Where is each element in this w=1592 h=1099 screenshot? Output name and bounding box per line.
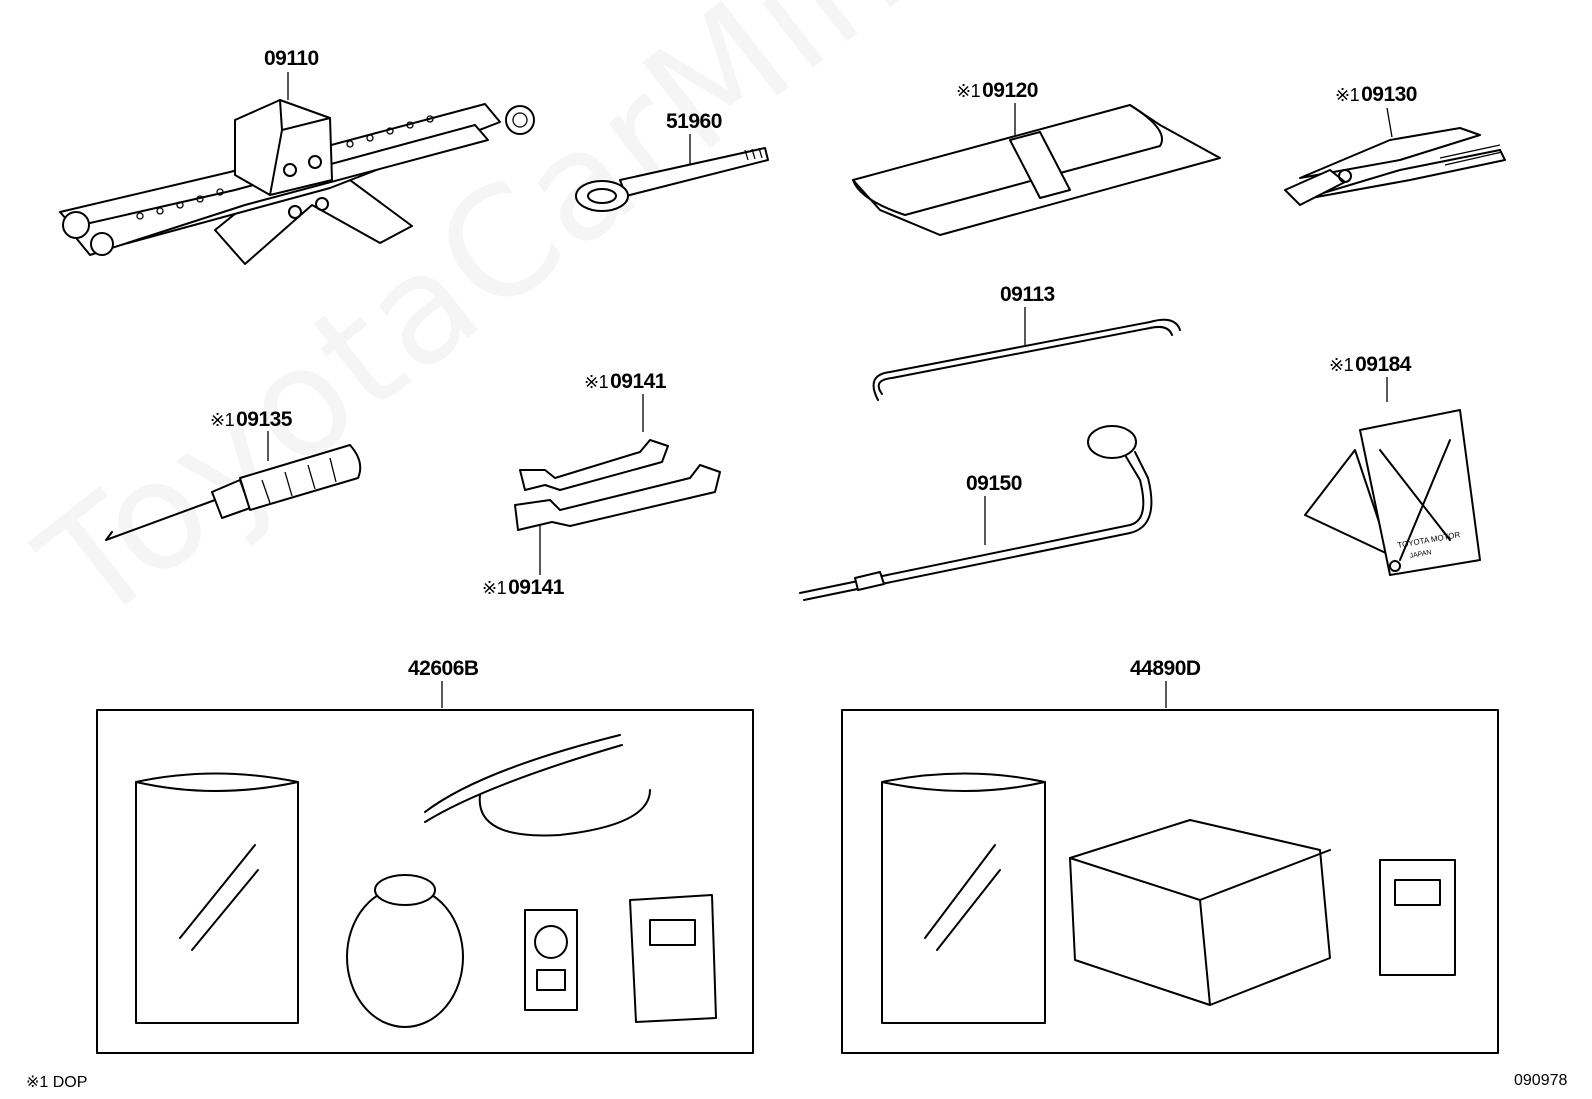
scissor-jack-drawing [59, 99, 535, 265]
repair-kit-drawing [96, 709, 754, 1054]
diagram-id: 090978 [1514, 1072, 1568, 1089]
compressor-kit-drawing [841, 709, 1499, 1054]
pliers-drawing [1284, 127, 1506, 206]
wrenches-drawing [514, 439, 721, 531]
screwdriver-drawing [105, 444, 362, 541]
part-label-51960: 51960 [666, 110, 722, 133]
part-label-09130: ※109130 [1335, 83, 1417, 106]
wheel-chock-drawing: TOYOTA MOTOR JAPAN [1304, 409, 1481, 576]
part-label-42606B: 42606B [408, 657, 479, 680]
leader-lines [267, 72, 1393, 708]
chock-text-2: JAPAN [1409, 549, 1432, 560]
part-label-09141-bottom: ※109141 [482, 576, 564, 599]
part-label-09184: ※109184 [1329, 353, 1411, 376]
part-label-09120: ※109120 [956, 79, 1038, 102]
footnote: ※1 DOP [26, 1074, 88, 1091]
part-label-09110: 09110 [264, 47, 319, 70]
towing-eye-drawing [575, 147, 769, 212]
tool-bag-drawing [852, 104, 1221, 236]
part-label-09141-top: ※109141 [584, 370, 666, 393]
lug-wrench-drawing [799, 425, 1153, 601]
part-label-09113: 09113 [1000, 283, 1055, 306]
part-label-09135: ※109135 [210, 408, 292, 431]
part-label-09150: 09150 [966, 472, 1022, 495]
jack-handle-drawing [872, 318, 1181, 401]
part-label-44890D: 44890D [1130, 657, 1201, 680]
